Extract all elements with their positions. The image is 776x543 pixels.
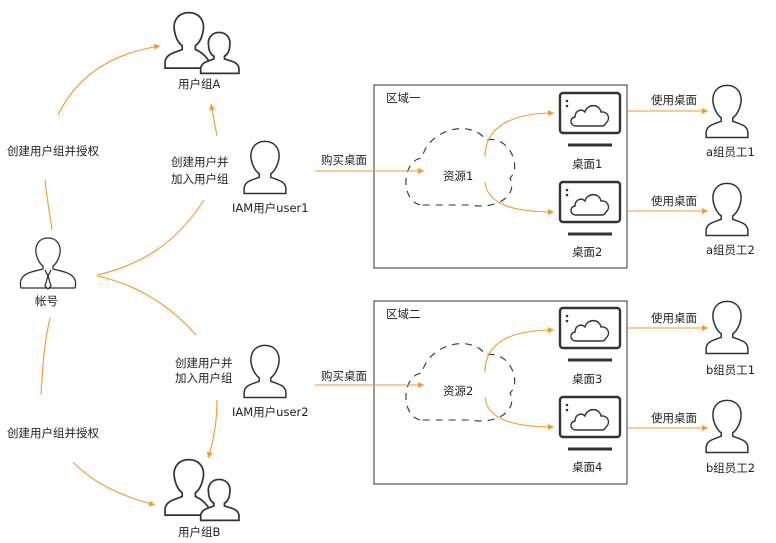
label-create-group-authorize-b: 创建用户组并授权 xyxy=(7,426,99,440)
desktop-1-icon[interactable] xyxy=(558,91,622,147)
employee-b1-icon[interactable] xyxy=(705,300,749,355)
label-create-group-authorize-a: 创建用户组并授权 xyxy=(7,144,99,158)
iam-user1-label: IAM用户user1 xyxy=(232,201,309,215)
label-create-user-2-line2: 加入用户组 xyxy=(175,371,233,385)
arrow-account-to-group-a xyxy=(57,43,161,116)
resource-1-label: 资源1 xyxy=(443,169,473,183)
label-buy-desktop-1: 购买桌面 xyxy=(321,153,367,167)
employee-b2-icon[interactable] xyxy=(705,399,749,454)
flow-arrows xyxy=(40,43,708,507)
region-1: 区域一 资源1 桌面1 桌面2 xyxy=(373,84,628,269)
arrow-resource2-to-desktop3 xyxy=(484,327,555,373)
label-use-desktop-1: 使用桌面 xyxy=(651,93,697,107)
desktop-1-label: 桌面1 xyxy=(572,157,602,171)
desktop-3-label: 桌面3 xyxy=(572,372,602,386)
label-create-user-1-line2: 加入用户组 xyxy=(171,172,229,186)
label-buy-desktop-2: 购买桌面 xyxy=(321,369,367,383)
iam-user2-icon[interactable] xyxy=(243,344,287,399)
employee-a2-icon[interactable] xyxy=(705,182,749,237)
employee-a1-icon[interactable] xyxy=(705,84,749,139)
arrow-resource1-to-desktop1 xyxy=(484,110,555,158)
employee-b2-label: b组员工2 xyxy=(706,461,755,475)
employee-a2-label: a组员工2 xyxy=(706,243,755,257)
label-create-user-1-line1: 创建用户并 xyxy=(171,155,229,169)
arrow-account-to-group-b xyxy=(72,461,156,507)
region-1-label: 区域一 xyxy=(386,91,421,105)
user-group-b-label: 用户组B xyxy=(178,525,220,539)
resource-2-label: 资源2 xyxy=(443,384,473,398)
desktop-4-icon[interactable] xyxy=(558,395,622,451)
desktop-3-icon[interactable] xyxy=(558,306,622,362)
desktop-4-label: 桌面4 xyxy=(572,460,602,474)
employee-b1-label: b组员工1 xyxy=(706,363,755,377)
label-use-desktop-3: 使用桌面 xyxy=(651,311,697,325)
arrow-user2-to-group-b xyxy=(207,399,218,459)
arrow-account-to-user1 xyxy=(96,199,205,276)
user-group-a-icon[interactable] xyxy=(164,11,240,75)
region-2-box xyxy=(373,300,628,485)
resource-cloud-icon xyxy=(405,343,516,422)
iam-user1-icon[interactable] xyxy=(243,140,287,195)
user-group-a-label: 用户组A xyxy=(178,77,220,91)
arrow-user1-to-group-a xyxy=(209,103,218,137)
user-group-b-icon[interactable] xyxy=(164,458,240,522)
label-use-desktop-2: 使用桌面 xyxy=(651,194,697,208)
actors: 用户组A 用户组B 帐号 IAM用户user1 IAM用户user2 a组员工1… xyxy=(19,11,755,539)
arrow-resource1-to-desktop2 xyxy=(484,181,555,215)
desktop-2-icon[interactable] xyxy=(558,180,622,236)
desktop-2-label: 桌面2 xyxy=(572,245,602,259)
region-2: 区域二 资源2 桌面3 桌面4 xyxy=(373,300,628,485)
employee-a1-label: a组员工1 xyxy=(706,145,755,159)
label-use-desktop-4: 使用桌面 xyxy=(651,411,697,425)
region-2-label: 区域二 xyxy=(386,307,421,321)
arrow-account-to-group-a-tail xyxy=(44,179,53,231)
arrow-account-to-group-b-tail xyxy=(40,317,51,396)
resource-cloud-icon xyxy=(405,128,516,207)
edge-labels: 创建用户组并授权 创建用户组并授权 创建用户并 加入用户组 创建用户并 加入用户… xyxy=(7,93,697,440)
label-create-user-2-line1: 创建用户并 xyxy=(175,356,233,370)
account-label: 帐号 xyxy=(35,294,58,308)
account-icon[interactable] xyxy=(19,237,77,290)
arrow-account-to-user2 xyxy=(96,275,197,336)
iam-user2-label: IAM用户user2 xyxy=(232,405,309,419)
region-1-box xyxy=(373,84,628,269)
arrow-resource2-to-desktop4 xyxy=(484,396,555,430)
